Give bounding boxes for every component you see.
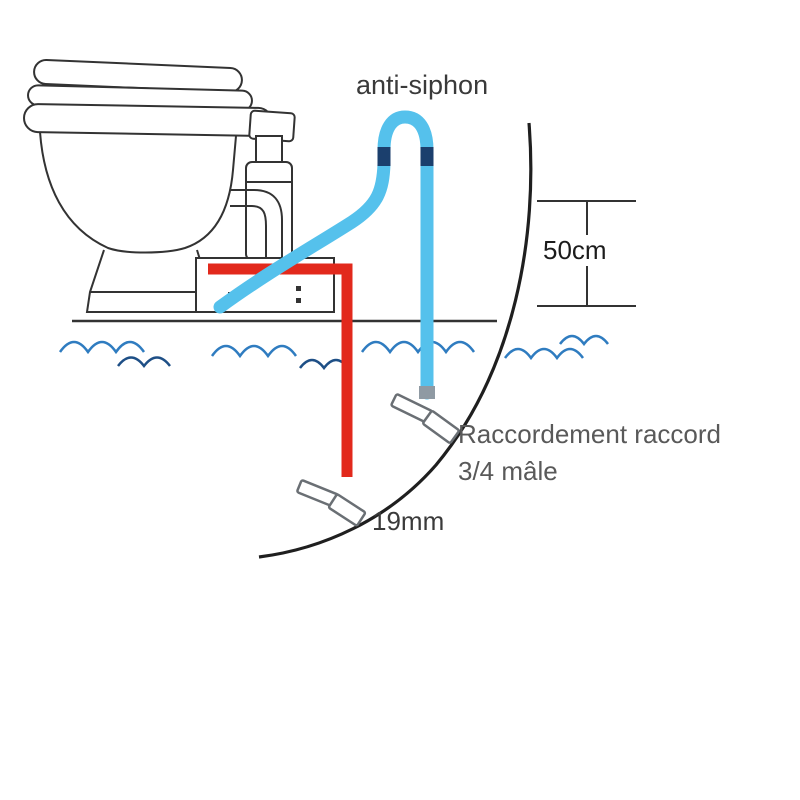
pump-handle bbox=[255, 135, 283, 163]
toilet-bowl bbox=[39, 131, 237, 254]
wave bbox=[503, 347, 585, 361]
wave bbox=[299, 358, 349, 371]
housing-dot bbox=[296, 298, 301, 303]
hose-connector bbox=[419, 386, 435, 399]
hose-diameter-label: 19mm bbox=[372, 506, 445, 536]
wave bbox=[117, 356, 171, 369]
seacock-valve-blue bbox=[390, 393, 460, 444]
hull-line bbox=[258, 122, 533, 559]
red-hose bbox=[208, 263, 353, 477]
elbow-pipe-outer bbox=[230, 189, 283, 258]
wave bbox=[58, 340, 146, 355]
fitting-label: Raccordement raccord 3/4 mâle bbox=[458, 416, 721, 490]
elbow-pipe-inner bbox=[230, 205, 267, 258]
fitting-label-line2: 3/4 mâle bbox=[458, 456, 558, 486]
blue-hose-anti-siphon-loop bbox=[213, 110, 434, 400]
toilet-base bbox=[85, 249, 215, 313]
wave bbox=[210, 344, 298, 359]
water-waves bbox=[58, 334, 609, 371]
valve-body bbox=[327, 493, 367, 527]
valve-body bbox=[422, 410, 460, 444]
seacock-valve-red bbox=[296, 479, 367, 527]
pump-cylinder bbox=[245, 161, 293, 261]
toilet-rim bbox=[23, 103, 273, 137]
anti-siphon-label: anti-siphon bbox=[356, 70, 489, 100]
housing-dot bbox=[296, 286, 301, 291]
wave bbox=[360, 340, 476, 355]
wave bbox=[559, 334, 609, 347]
fitting-label-line1: Raccordement raccord bbox=[458, 419, 721, 449]
loop-height-label: 50cm bbox=[540, 235, 610, 266]
